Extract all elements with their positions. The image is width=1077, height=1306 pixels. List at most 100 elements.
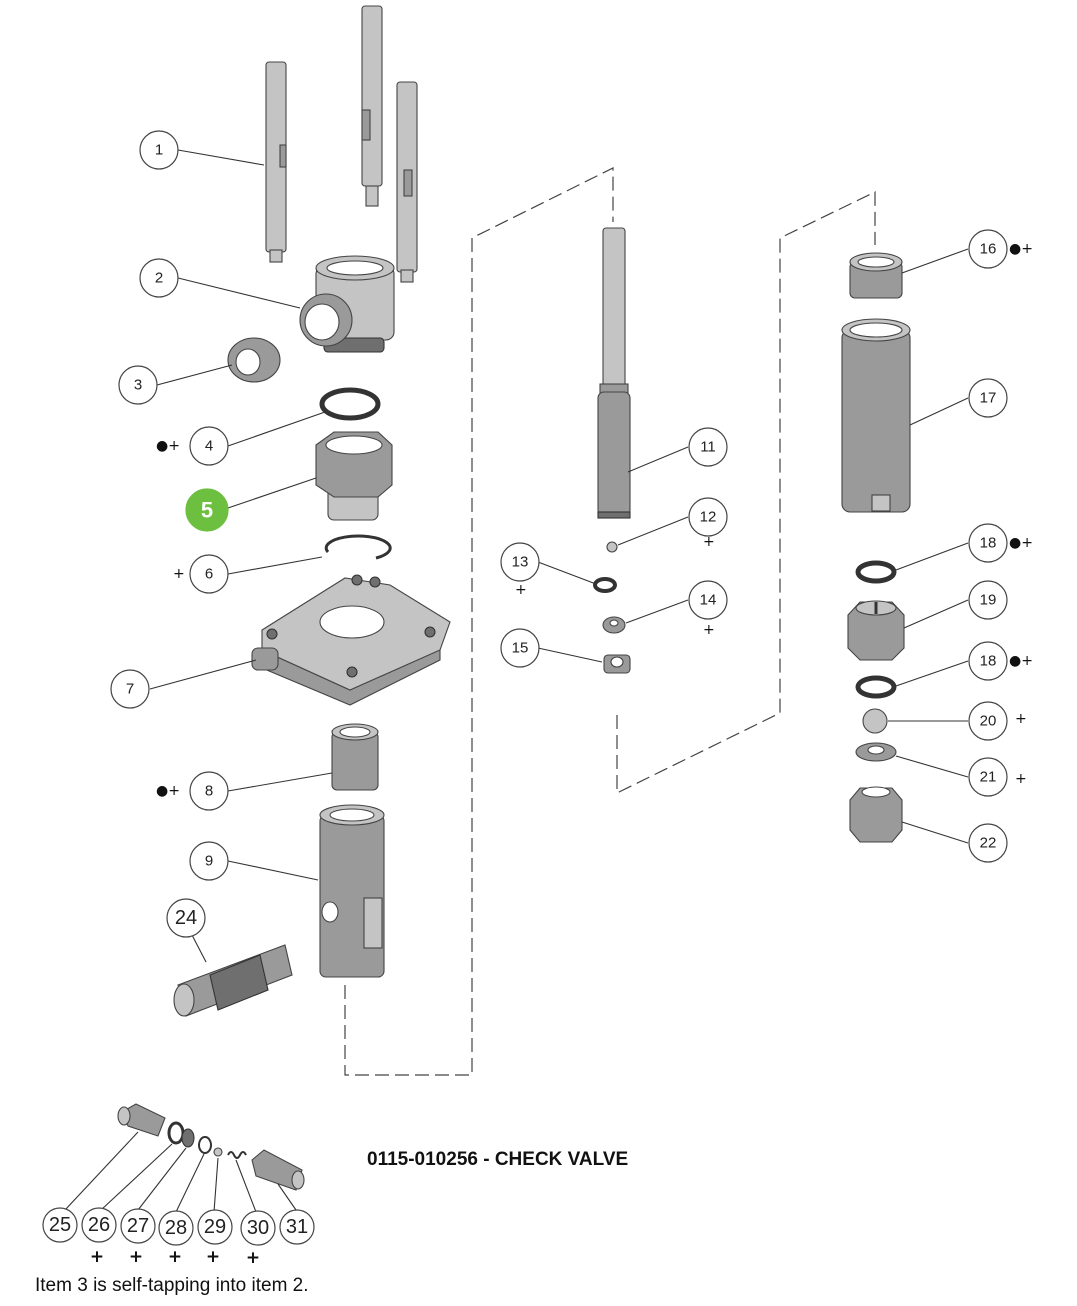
svg-text:12: 12 bbox=[700, 509, 717, 526]
callout-25: 25 bbox=[42, 1207, 78, 1243]
callout-22: 22 bbox=[968, 823, 1008, 863]
svg-text:2: 2 bbox=[155, 270, 163, 287]
svg-text:21: 21 bbox=[980, 769, 997, 786]
callout-17: 17 bbox=[968, 378, 1008, 418]
callout-9: 9 bbox=[189, 841, 229, 881]
sleeve-part bbox=[331, 723, 379, 791]
callout-14: 14 bbox=[688, 580, 728, 620]
callout-20-marks: + bbox=[1015, 711, 1027, 727]
washer-part-21 bbox=[855, 742, 897, 762]
svg-text:26: 26 bbox=[88, 1214, 110, 1236]
check-valve-breakdown bbox=[117, 1103, 305, 1191]
callout-12: 12 bbox=[688, 497, 728, 537]
callout-13-marks: + bbox=[515, 582, 527, 598]
svg-text:4: 4 bbox=[205, 438, 213, 455]
callout-18-upper-marks: ●+ bbox=[1009, 535, 1033, 551]
svg-text:27: 27 bbox=[127, 1215, 149, 1237]
svg-text:16: 16 bbox=[980, 241, 997, 258]
svg-text:13: 13 bbox=[512, 554, 529, 571]
callout-8: 8 bbox=[189, 771, 229, 811]
callout-11: 11 bbox=[688, 427, 728, 467]
nut-part-15 bbox=[603, 654, 631, 674]
svg-text:11: 11 bbox=[700, 439, 716, 456]
svg-text:1: 1 bbox=[155, 142, 163, 159]
nut-part bbox=[315, 431, 393, 521]
bushing-part bbox=[227, 337, 281, 383]
ball-part-small bbox=[606, 541, 618, 553]
svg-text:29: 29 bbox=[204, 1216, 226, 1238]
callout-31: 31 bbox=[279, 1209, 315, 1245]
svg-text:5: 5 bbox=[201, 498, 213, 523]
housing-part bbox=[299, 255, 395, 353]
svg-text:6: 6 bbox=[205, 566, 213, 583]
callout-6: 6 bbox=[189, 554, 229, 594]
svg-text:7: 7 bbox=[126, 681, 134, 698]
callout-16-marks: ●+ bbox=[1009, 241, 1033, 257]
callout-14-marks: + bbox=[703, 622, 715, 638]
footnote: Item 3 is self-tapping into item 2. bbox=[35, 1275, 309, 1296]
manifold-plate-part bbox=[251, 574, 451, 706]
callout-28: 28 bbox=[158, 1210, 194, 1246]
seat-part-14 bbox=[602, 616, 626, 634]
svg-text:8: 8 bbox=[205, 783, 213, 800]
seal-part-18b bbox=[855, 675, 897, 699]
callout-29-marks: + bbox=[206, 1247, 220, 1267]
seat-housing-part-22 bbox=[849, 786, 903, 843]
svg-text:28: 28 bbox=[165, 1217, 187, 1239]
o-ring-part bbox=[319, 387, 381, 421]
svg-text:3: 3 bbox=[134, 377, 142, 394]
callout-29: 29 bbox=[197, 1209, 233, 1245]
svg-text:14: 14 bbox=[700, 592, 717, 609]
fitting-part bbox=[173, 944, 293, 1017]
callout-5: 5 bbox=[185, 488, 229, 532]
callout-18-lower-marks: ●+ bbox=[1009, 653, 1033, 669]
svg-text:15: 15 bbox=[512, 640, 529, 657]
svg-text:19: 19 bbox=[980, 592, 997, 609]
callout-16: 16 bbox=[968, 229, 1008, 269]
leader-lines bbox=[64, 149, 969, 1213]
callout-4: 4 bbox=[189, 426, 229, 466]
svg-text:22: 22 bbox=[980, 835, 997, 852]
svg-text:24: 24 bbox=[175, 907, 197, 929]
piston-rod-part bbox=[597, 227, 631, 519]
callout-15: 15 bbox=[500, 628, 540, 668]
callout-18-lower: 18 bbox=[968, 641, 1008, 681]
callout-27: 27 bbox=[120, 1208, 156, 1244]
svg-text:30: 30 bbox=[247, 1217, 269, 1239]
callout-30-marks: + bbox=[246, 1248, 260, 1268]
callout-20: 20 bbox=[968, 701, 1008, 741]
callout-19: 19 bbox=[968, 580, 1008, 620]
diagram-title: 0115-010256 - CHECK VALVE bbox=[367, 1149, 628, 1170]
callout-26: 26 bbox=[81, 1207, 117, 1243]
svg-text:20: 20 bbox=[980, 713, 997, 730]
callout-12-marks: + bbox=[703, 534, 715, 550]
callout-8-marks: ●+ bbox=[156, 783, 180, 799]
cylinder-part bbox=[319, 804, 385, 978]
callout-7: 7 bbox=[110, 669, 150, 709]
callout-4-marks: ●+ bbox=[156, 438, 180, 454]
callout-2: 2 bbox=[139, 258, 179, 298]
callout-24: 24 bbox=[166, 898, 206, 938]
valve-body-part-19 bbox=[847, 600, 905, 661]
callout-18-upper: 18 bbox=[968, 523, 1008, 563]
callout-21: 21 bbox=[968, 757, 1008, 797]
callout-28-marks: + bbox=[168, 1247, 182, 1267]
callout-27-marks: + bbox=[129, 1247, 143, 1267]
callout-26-marks: + bbox=[90, 1247, 104, 1267]
seal-part-18a bbox=[855, 560, 897, 584]
svg-text:18: 18 bbox=[980, 535, 997, 552]
callout-21-marks: + bbox=[1015, 771, 1027, 787]
svg-text:25: 25 bbox=[49, 1214, 71, 1236]
callout-13: 13 bbox=[500, 542, 540, 582]
ball-part-20 bbox=[862, 708, 888, 734]
svg-text:18: 18 bbox=[980, 653, 997, 670]
washer-part-13 bbox=[593, 577, 617, 593]
assembly-path-lines bbox=[344, 167, 876, 1076]
cap-part-16 bbox=[849, 252, 903, 299]
retaining-ring-part bbox=[324, 534, 392, 560]
svg-text:31: 31 bbox=[286, 1216, 308, 1238]
svg-text:17: 17 bbox=[980, 390, 997, 407]
tube-part-17 bbox=[841, 318, 911, 513]
callout-3: 3 bbox=[118, 365, 158, 405]
